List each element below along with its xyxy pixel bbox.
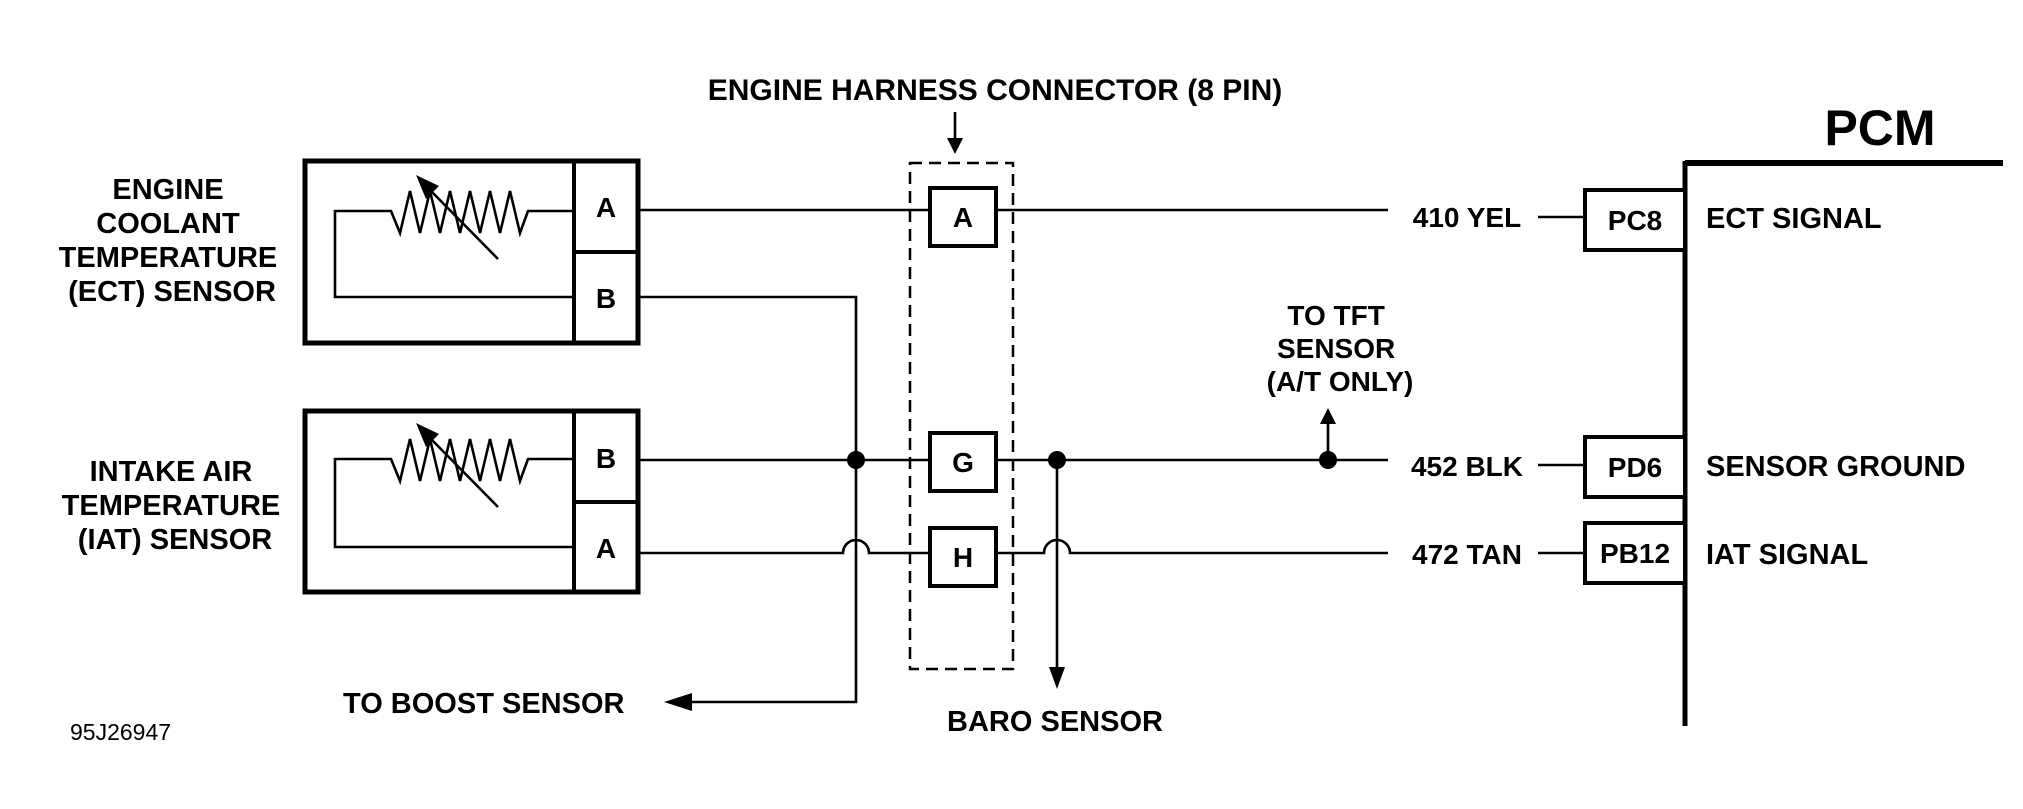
ect-sensor-label: ENGINE COOLANT TEMPERATURE (ECT) SENSOR [59, 174, 286, 308]
iat-label-line-2: TEMPERATURE [62, 490, 281, 522]
iat-pin-a: A [596, 533, 616, 564]
ect-sensor: A B [302, 158, 641, 346]
splice-dot [1048, 451, 1066, 469]
harness-pin-g-label: G [952, 447, 974, 478]
ect-pin-a: A [596, 192, 616, 223]
baro-sensor-wire [1049, 460, 1065, 689]
pcm-pin-pb12-label: PB12 [1600, 538, 1670, 569]
signal-sensor-ground: SENSOR GROUND [1706, 451, 1965, 483]
iat-label-line-3: (IAT) SENSOR [78, 524, 272, 556]
connector-pointer-arrow [947, 112, 963, 154]
ect-pin-b: B [596, 283, 616, 314]
wire-label-472-tan: 472 TAN [1412, 539, 1522, 570]
iat-label-line-1: INTAKE AIR [90, 456, 253, 488]
pcm-pin-pd6: PD6 [1583, 435, 1687, 499]
ect-label-line-1: ENGINE [112, 174, 223, 206]
thermistor-arrow [416, 175, 499, 260]
harness-pin-h-label: H [953, 542, 973, 573]
tft-sensor-label: TO TFT SENSOR (A/T ONLY) [1267, 300, 1414, 397]
pcm-edge [1682, 160, 2003, 726]
harness-pin-a-label: A [953, 202, 973, 233]
harness-pin-g: G [928, 431, 998, 493]
wire-label-410-yel: 410 YEL [1413, 202, 1521, 233]
pcm-pin-pc8: PC8 [1583, 188, 1687, 252]
pcm-pin-pd6-label: PD6 [1608, 452, 1662, 483]
harness-pin-a: A [928, 186, 998, 248]
tft-label-line-3: (A/T ONLY) [1267, 366, 1414, 397]
figure-id: 95J26947 [70, 719, 171, 745]
iat-pin-b: B [596, 443, 616, 474]
thermistor-arrow [416, 423, 499, 508]
iat-sensor-label: INTAKE AIR TEMPERATURE (IAT) SENSOR [62, 456, 289, 556]
pcm-label: PCM [1824, 100, 1935, 156]
tft-label-line-1: TO TFT [1287, 300, 1384, 331]
iat-sensor: B A [302, 408, 641, 595]
harness-pin-h: H [928, 526, 998, 588]
wire-410-yel [638, 208, 1585, 219]
tft-label-line-2: SENSOR [1277, 333, 1395, 364]
boost-sensor-wire [638, 295, 858, 711]
pcm-pin-pb12: PB12 [1583, 521, 1687, 585]
signal-ect: ECT SIGNAL [1706, 203, 1882, 235]
splice-dot [1319, 451, 1337, 469]
connector-label: ENGINE HARNESS CONNECTOR (8 PIN) [708, 74, 1283, 107]
ect-label-line-3: TEMPERATURE [59, 242, 278, 274]
baro-sensor-label: BARO SENSOR [947, 706, 1163, 738]
ect-label-line-2: COOLANT [96, 208, 240, 240]
wire-label-452-blk: 452 BLK [1411, 451, 1523, 482]
signal-iat: IAT SIGNAL [1706, 539, 1868, 571]
splice-dot [847, 451, 865, 469]
ect-label-line-4: (ECT) SENSOR [68, 276, 276, 308]
boost-sensor-label: TO BOOST SENSOR [343, 688, 625, 720]
pcm-pin-pc8-label: PC8 [1608, 205, 1662, 236]
